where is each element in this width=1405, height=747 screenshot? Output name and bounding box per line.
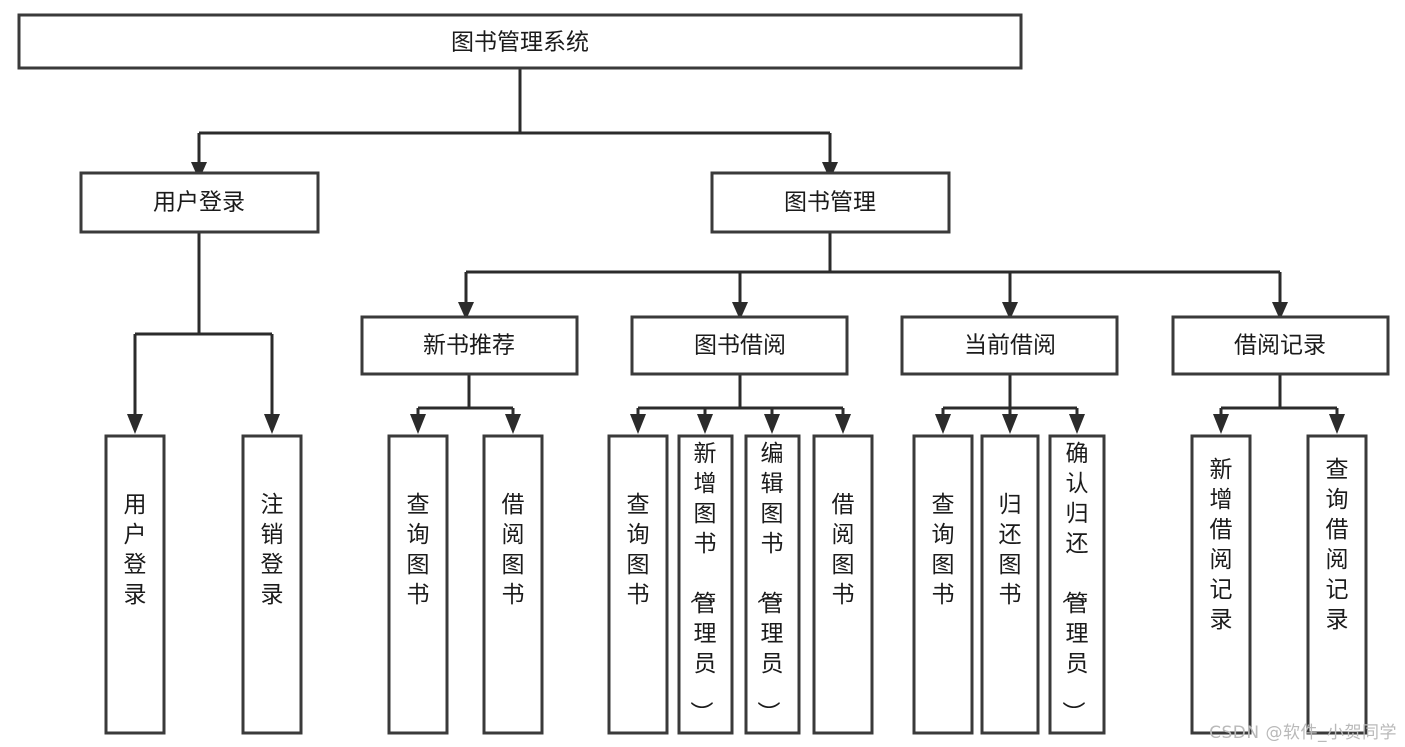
arrow-to-leaf-borrow-book-1 (505, 414, 521, 434)
arrow-to-leaf-query-record (1329, 414, 1345, 434)
node-borrow-record[interactable]: 借阅记录 (1171, 315, 1390, 376)
arrow-to-borrow-record (1272, 302, 1288, 320)
node-leaf-return-book-box[interactable] (980, 434, 1040, 735)
node-book-manage[interactable]: 图书管理 (710, 171, 951, 234)
node-root-box[interactable] (17, 13, 1023, 70)
connector-book-manage-to-level3 (464, 233, 1282, 302)
node-leaf-add-record[interactable]: 新增借阅记录 (1190, 434, 1252, 735)
node-root-label: 图书管理系统 (451, 30, 589, 56)
node-leaf-borrow-book-1-box[interactable] (482, 434, 544, 735)
node-leaf-query-book-3[interactable]: 查询图书 (912, 434, 974, 735)
node-leaf-add-book[interactable]: 新增图书（管理员） (677, 434, 734, 735)
node-book-borrow-label: 图书借阅 (694, 333, 786, 359)
node-leaf-user-logout-label: 注销登录 (261, 492, 284, 608)
node-leaf-add-record-box[interactable] (1190, 434, 1252, 735)
node-book-borrow-box[interactable] (630, 315, 849, 376)
node-new-book-recommend-box[interactable] (360, 315, 579, 376)
node-leaf-user-login-box[interactable] (104, 434, 166, 735)
node-book-borrow[interactable]: 图书借阅 (630, 315, 849, 376)
node-leaf-add-book-box[interactable] (677, 434, 734, 735)
node-leaf-query-book-2[interactable]: 查询图书 (607, 434, 669, 735)
node-leaf-confirm-return-label: 确认归还（管理员） (1060, 441, 1089, 724)
arrow-to-leaf-edit-book (764, 414, 780, 434)
node-current-borrow-box[interactable] (900, 315, 1119, 376)
connector-root-to-level2 (197, 68, 832, 162)
node-leaf-query-record[interactable]: 查询借阅记录 (1306, 434, 1368, 735)
connector-user-login-to-leaves (133, 233, 274, 414)
node-borrow-record-label: 借阅记录 (1234, 333, 1326, 359)
node-borrow-record-box[interactable] (1171, 315, 1390, 376)
node-new-book-recommend[interactable]: 新书推荐 (360, 315, 579, 376)
arrow-to-new-book-recommend (458, 302, 474, 320)
arrow-to-leaf-query-book-2 (630, 414, 646, 434)
node-leaf-query-book-2-label: 查询图书 (627, 492, 650, 608)
node-leaf-user-logout[interactable]: 注销登录 (241, 434, 303, 735)
csdn-watermark: CSDN @软件_小贺同学 (1209, 723, 1397, 743)
node-leaf-query-book-3-box[interactable] (912, 434, 974, 735)
arrow-to-leaf-add-record (1213, 414, 1229, 434)
arrow-to-leaf-add-book (697, 414, 713, 434)
connector-book-borrow-to-leaves (636, 375, 845, 418)
arrow-to-leaf-return-book (1002, 414, 1018, 434)
node-leaf-query-book-1-box[interactable] (387, 434, 449, 735)
arrow-to-book-manage (822, 162, 838, 180)
node-user-login[interactable]: 用户登录 (79, 171, 320, 234)
arrow-to-leaf-query-book-3 (935, 414, 951, 434)
node-leaf-user-login-label: 用户登录 (124, 492, 147, 608)
node-leaf-add-record-label: 新增借阅记录 (1210, 457, 1233, 633)
node-leaf-edit-book-label: 编辑图书（管理员） (755, 441, 784, 724)
node-leaf-user-login[interactable]: 用户登录 (104, 434, 166, 735)
node-new-book-recommend-label: 新书推荐 (423, 333, 515, 359)
arrow-to-leaf-confirm-return (1069, 414, 1085, 434)
node-leaf-borrow-book-2[interactable]: 借阅图书 (812, 434, 874, 735)
node-leaf-query-book-3-label: 查询图书 (932, 492, 955, 608)
node-leaf-confirm-return-box[interactable] (1048, 434, 1106, 735)
arrow-to-book-borrow (732, 302, 748, 320)
node-leaf-borrow-book-2-box[interactable] (812, 434, 874, 735)
node-current-borrow[interactable]: 当前借阅 (900, 315, 1119, 376)
node-user-login-label: 用户登录 (153, 190, 245, 216)
leaf-nodes-group: 用户登录 注销登录 查询图书 借阅图书 查询图书 新增图书（管理员） (104, 434, 1368, 735)
node-root[interactable]: 图书管理系统 (17, 13, 1023, 70)
node-book-manage-box[interactable] (710, 171, 951, 234)
node-leaf-query-book-1-label: 查询图书 (407, 492, 430, 608)
node-leaf-edit-book-box[interactable] (744, 434, 801, 735)
connector-new-book-recommend-to-leaves (416, 375, 515, 418)
node-leaf-query-book-2-box[interactable] (607, 434, 669, 735)
node-leaf-user-logout-box[interactable] (241, 434, 303, 735)
node-user-login-box[interactable] (79, 171, 320, 234)
node-leaf-borrow-book-1[interactable]: 借阅图书 (482, 434, 544, 735)
node-book-manage-label: 图书管理 (784, 190, 876, 216)
node-leaf-borrow-book-1-label: 借阅图书 (502, 492, 525, 608)
node-leaf-query-book-1[interactable]: 查询图书 (387, 434, 449, 735)
arrow-to-leaf-borrow-book-2 (835, 414, 851, 434)
node-leaf-add-book-label: 新增图书（管理员） (688, 441, 717, 724)
node-current-borrow-label: 当前借阅 (964, 333, 1056, 359)
arrow-to-leaf-user-login (127, 414, 143, 434)
node-leaf-edit-book[interactable]: 编辑图书（管理员） (744, 434, 801, 735)
arrow-to-leaf-query-book-1 (410, 414, 426, 434)
connector-current-borrow-to-leaves (941, 375, 1079, 418)
node-leaf-return-book-label: 归还图书 (999, 492, 1022, 608)
arrow-to-user-login (191, 162, 207, 180)
connector-borrow-record-to-leaves (1219, 375, 1339, 418)
connector-group (127, 68, 1345, 434)
arrow-to-leaf-user-logout (264, 414, 280, 434)
node-leaf-query-record-label: 查询借阅记录 (1326, 457, 1349, 633)
node-leaf-confirm-return[interactable]: 确认归还（管理员） (1048, 434, 1106, 735)
node-leaf-query-record-box[interactable] (1306, 434, 1368, 735)
node-leaf-return-book[interactable]: 归还图书 (980, 434, 1040, 735)
arrow-to-current-borrow (1002, 302, 1018, 320)
node-leaf-borrow-book-2-label: 借阅图书 (832, 492, 855, 608)
